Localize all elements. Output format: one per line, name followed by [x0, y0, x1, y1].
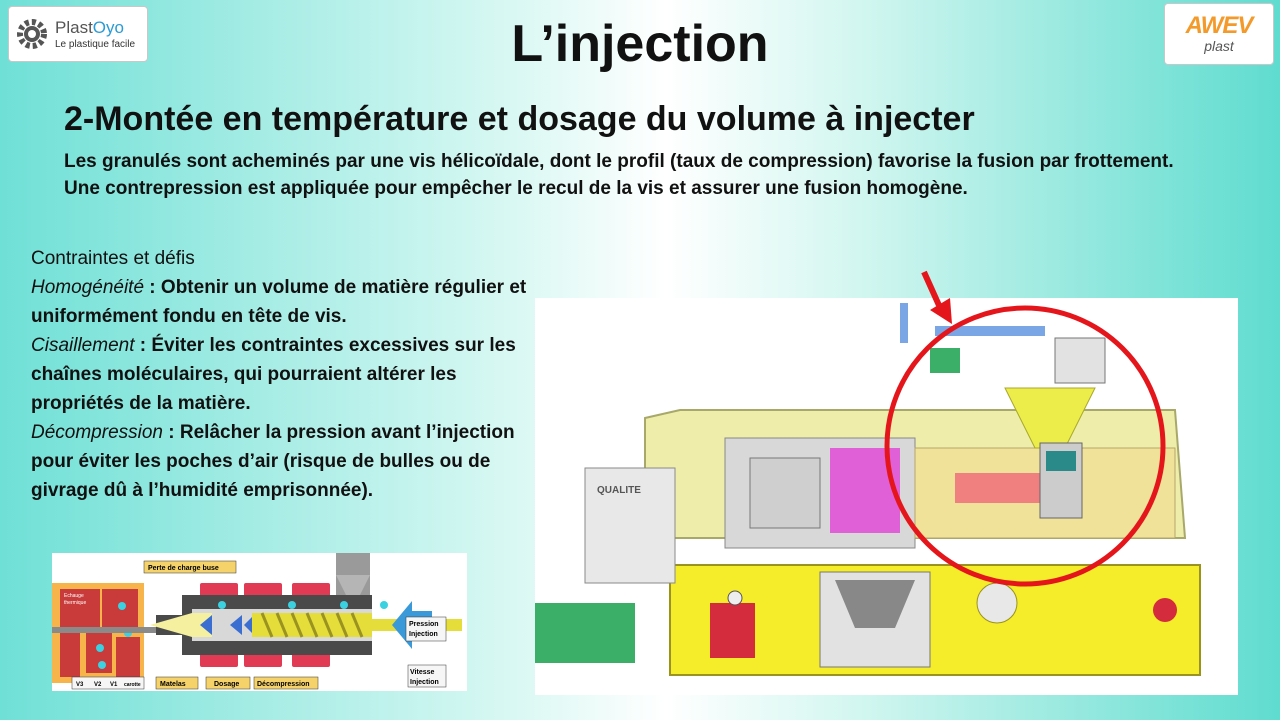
- constraint-text: : Éviter les contraintes excessives sur …: [31, 335, 516, 414]
- carotte-label: carotte: [124, 682, 141, 688]
- emergency-stop: [1153, 598, 1177, 622]
- injection-machine-illustration: QUALITE: [535, 298, 1238, 695]
- constraint-decompression: Décompression : Relâcher la pression ava…: [31, 418, 551, 505]
- logo-brand-b: Oyo: [92, 17, 124, 37]
- constraint-term: Homogénéité: [31, 277, 145, 298]
- awev-logo: AWEV plast: [1164, 3, 1274, 65]
- constraint-term: Cisaillement: [31, 335, 135, 356]
- perte-label: Perte de charge buse: [148, 565, 219, 572]
- awev-logo-brand: AWEV: [1185, 12, 1254, 39]
- vitesse-label: Vitesse: [410, 669, 434, 676]
- gear-icon: [17, 19, 47, 49]
- v3-label: V3: [76, 682, 84, 688]
- arrow-icon: [921, 270, 952, 324]
- plastoyo-logo: PlastOyo Le plastique facile: [8, 6, 148, 62]
- vitesse-label-2: Injection: [410, 679, 439, 686]
- constraint-cisaillement: Cisaillement : Éviter les contraintes ex…: [31, 331, 551, 418]
- constraints-title: Contraintes et défis: [31, 248, 195, 269]
- highlight-circle: [884, 305, 1166, 587]
- awev-logo-sub: plast: [1204, 38, 1234, 54]
- intro-text: Les granulés sont acheminés par une vis …: [64, 148, 1234, 202]
- logo-tagline: Le plastique facile: [55, 38, 136, 50]
- slide-title: L’injection: [511, 15, 769, 73]
- echauffement-label: Echauge: [64, 593, 84, 599]
- melt-zone: [150, 613, 212, 637]
- v2-label: V2: [94, 682, 102, 688]
- feed-pipe: [935, 326, 1045, 336]
- decompression-label: Décompression: [257, 681, 310, 688]
- pression-label: Pression: [409, 621, 439, 628]
- constraints-block: Contraintes et défis Homogénéité : Obten…: [31, 244, 551, 505]
- bucket: [710, 603, 755, 658]
- constraint-term: Décompression: [31, 422, 163, 443]
- side-unit: [535, 603, 635, 663]
- logo-brand-a: Plast: [55, 17, 93, 37]
- matelas-label: Matelas: [160, 681, 186, 688]
- slide-subtitle: 2-Montée en température et dosage du vol…: [64, 100, 975, 138]
- intro-line-2: Une contrepression est appliquée pour em…: [64, 178, 968, 199]
- constraint-homogeneite: Homogénéité : Obtenir un volume de matiè…: [31, 273, 551, 331]
- intro-line-1: Les granulés sont acheminés par une vis …: [64, 151, 1174, 172]
- constraint-text: : Relâcher la pression avant l’injection…: [31, 422, 515, 501]
- mold-cavity: [60, 589, 100, 629]
- echauffement-label-2: thermique: [64, 600, 86, 606]
- screw-diagram: Echauge thermique Pert: [52, 553, 467, 691]
- machine-base: [669, 564, 1201, 676]
- qualite-label: QUALITE: [597, 485, 641, 496]
- v1-label: V1: [110, 682, 118, 688]
- dosage-label: Dosage: [214, 681, 239, 688]
- pression-label-2: Injection: [409, 631, 438, 638]
- constraint-text: : Obtenir un volume de matière régulier …: [31, 277, 527, 327]
